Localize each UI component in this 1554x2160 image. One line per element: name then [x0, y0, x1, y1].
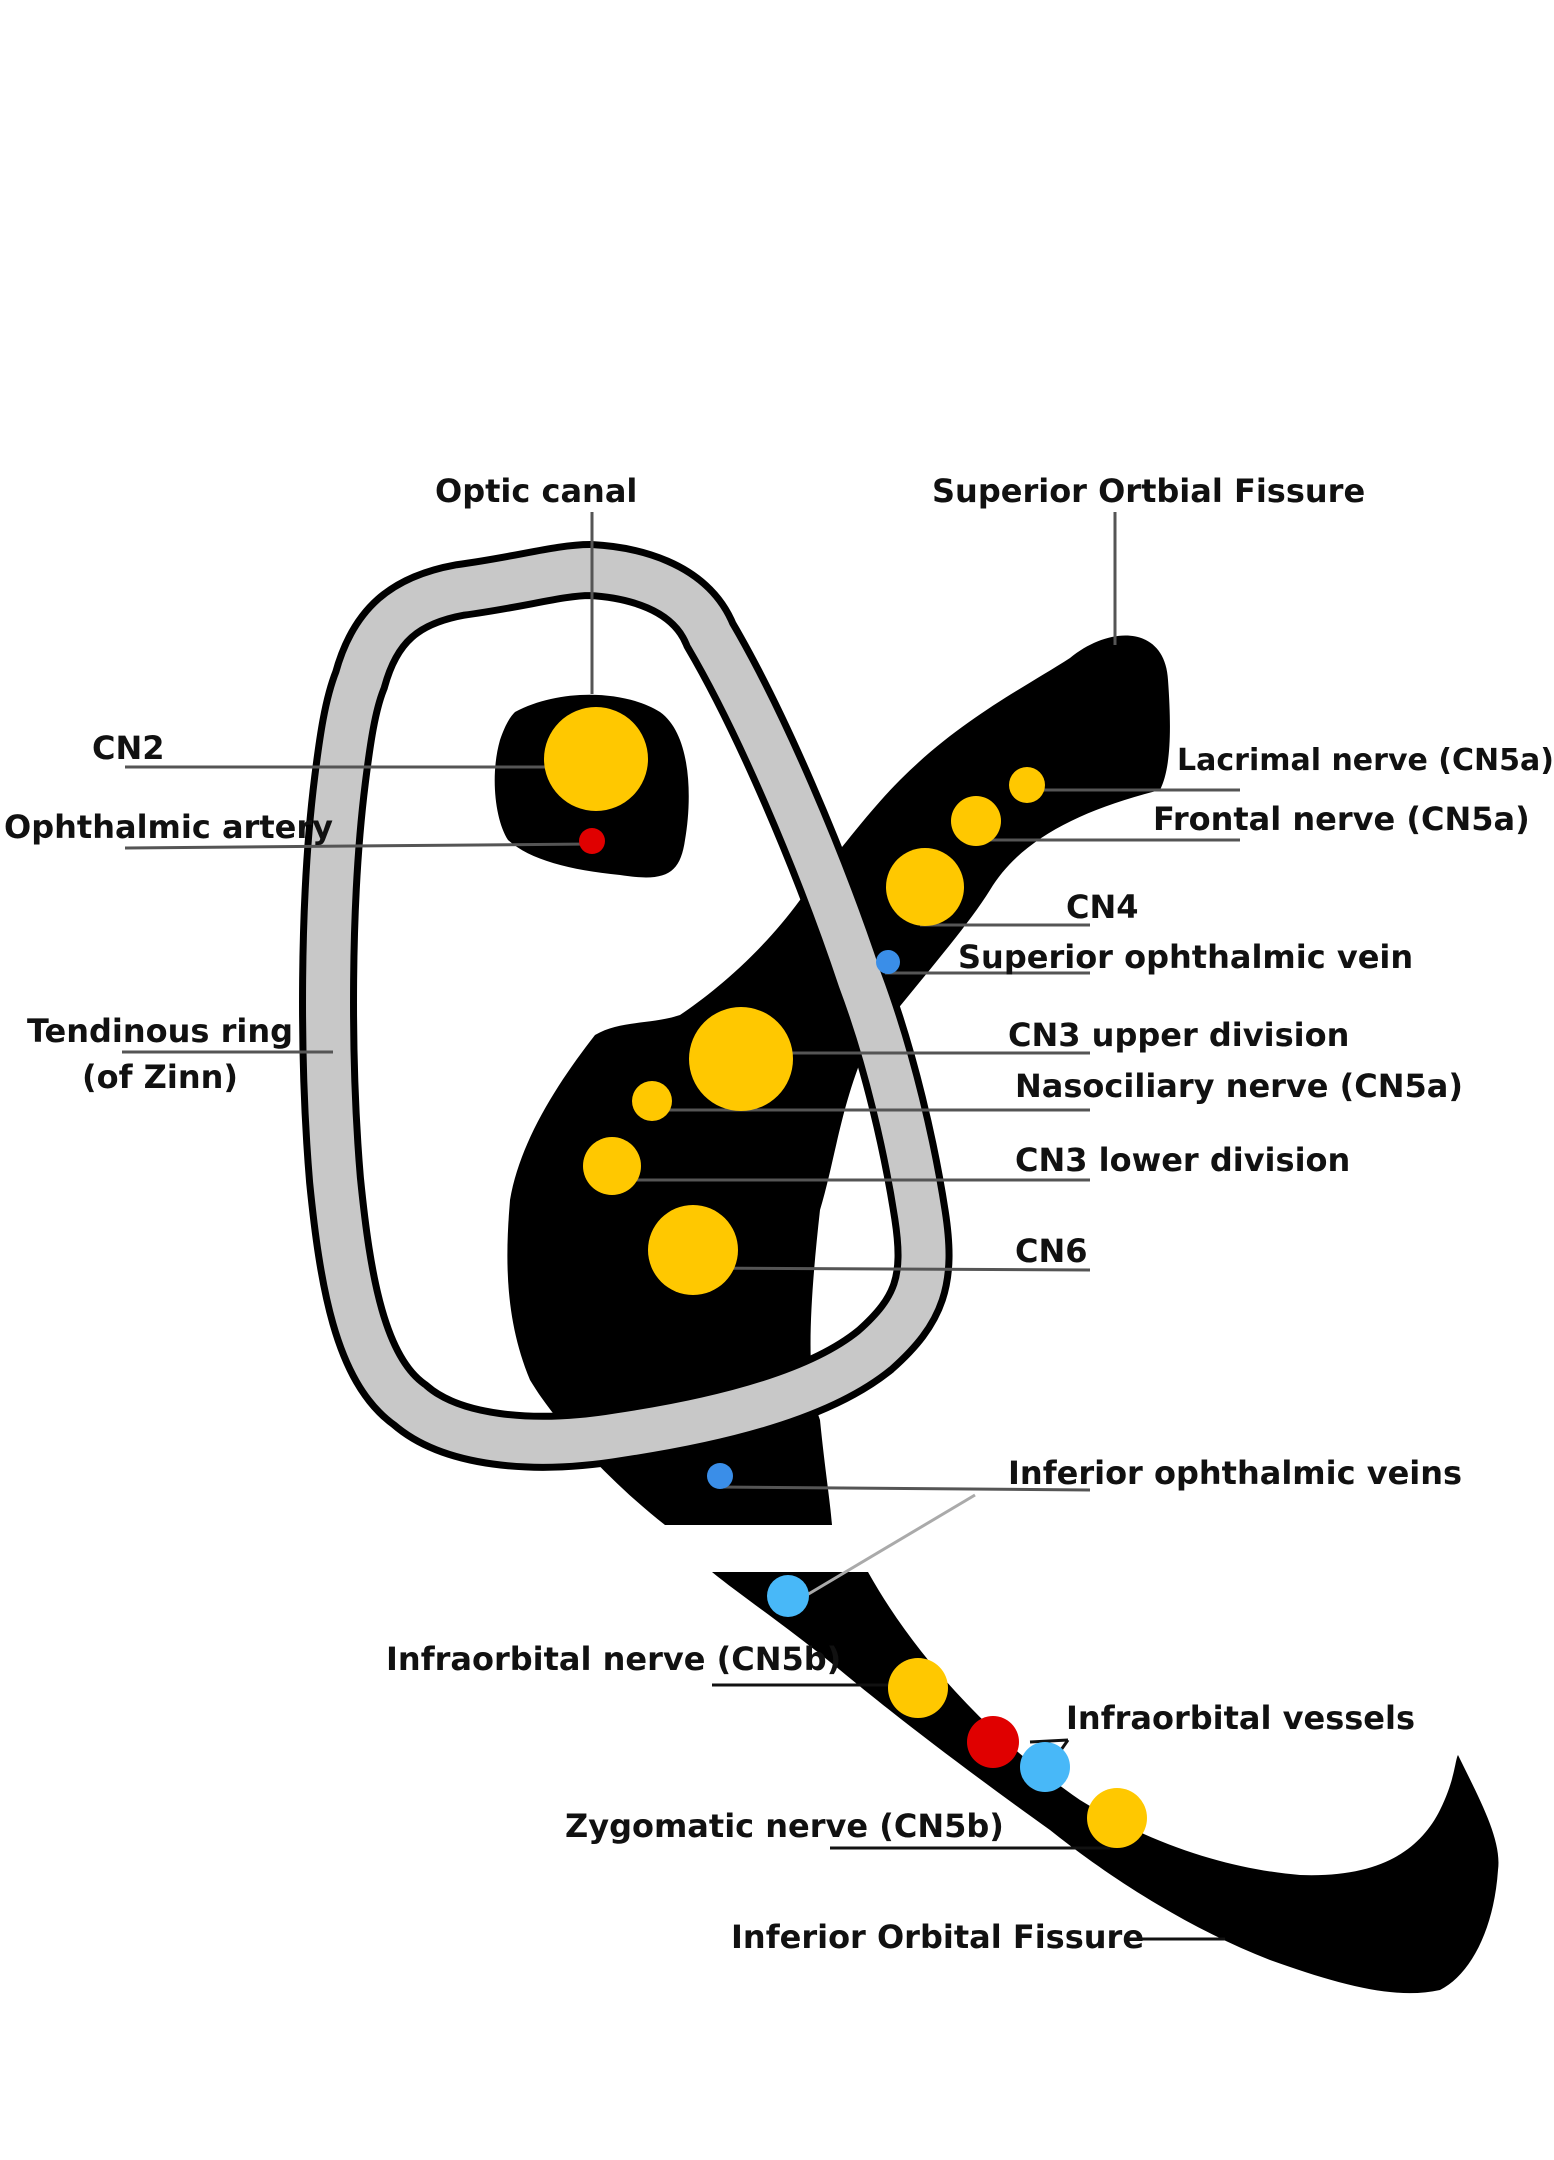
infraorbital-nerve-circle: [888, 1658, 948, 1718]
label-nasociliary-nerve: Nasociliary nerve (CN5a): [1015, 1067, 1463, 1105]
nasociliary-nerve-circle: [632, 1081, 672, 1121]
inferior-ophthalmic-veins-circle: [707, 1463, 733, 1489]
label-inferior-orbital-fissure: Inferior Orbital Fissure: [731, 1918, 1145, 1956]
label-tendinous-ring-line2: (of Zinn): [81, 1058, 239, 1096]
label-cn4: CN4: [1066, 888, 1139, 926]
label-cn3-lower-division: CN3 lower division: [1015, 1141, 1351, 1179]
label-ophthalmic-artery: Ophthalmic artery: [4, 808, 333, 846]
label-optic-canal: Optic canal: [435, 472, 638, 510]
label-tendinous-ring: Tendinous ring (of Zinn): [18, 1008, 302, 1100]
label-zygomatic-nerve: Zygomatic nerve (CN5b): [565, 1807, 1004, 1845]
cn6-circle: [648, 1205, 738, 1295]
label-superior-orbital-fissure: Superior Ortbial Fissure: [932, 472, 1366, 510]
label-infraorbital-nerve: Infraorbital nerve (CN5b): [386, 1640, 842, 1678]
cn2-nerve-circle: [544, 707, 648, 811]
zygomatic-nerve-circle: [1087, 1788, 1147, 1848]
label-infraorbital-vessels: Infraorbital vessels: [1066, 1699, 1415, 1737]
tendinous-ring-band: [306, 547, 946, 1464]
lacrimal-nerve-circle: [1009, 767, 1045, 803]
label-cn6: CN6: [1015, 1232, 1088, 1270]
cn4-circle: [886, 848, 964, 926]
cn3-lower-division-circle: [583, 1137, 641, 1195]
cn3-upper-division-circle: [689, 1007, 793, 1111]
label-cn2: CN2: [92, 729, 165, 767]
leader-cn6: [689, 1266, 1091, 1272]
leader-inferior-ophthalmic-veins-diag: [789, 1493, 976, 1607]
ophthalmic-artery-circle: [579, 828, 605, 854]
leader-infraorbital-vessels-a: [1029, 1738, 1069, 1744]
infraorbital-artery-circle: [967, 1716, 1019, 1768]
label-tendinous-ring-line1: Tendinous ring: [26, 1012, 294, 1050]
label-cn3-upper-division: CN3 upper division: [1008, 1016, 1350, 1054]
leader-ophthalmic-artery: [124, 842, 593, 850]
label-lacrimal-nerve: Lacrimal nerve (CN5a): [1177, 743, 1554, 778]
superior-ophthalmic-vein-circle: [876, 950, 900, 974]
label-inferior-ophthalmic-veins: Inferior ophthalmic veins: [1008, 1454, 1463, 1492]
leader-inferior-ophthalmic-veins: [717, 1485, 1091, 1492]
infraorbital-vessel-vein-circle: [1020, 1742, 1070, 1792]
frontal-nerve-circle: [951, 796, 1001, 846]
label-superior-ophthalmic-vein: Superior ophthalmic vein: [958, 938, 1414, 976]
infraorbital-vein-circle: [767, 1575, 809, 1617]
superior-orbital-fissure-shape: [507, 635, 1170, 1525]
label-frontal-nerve: Frontal nerve (CN5a): [1153, 800, 1530, 838]
